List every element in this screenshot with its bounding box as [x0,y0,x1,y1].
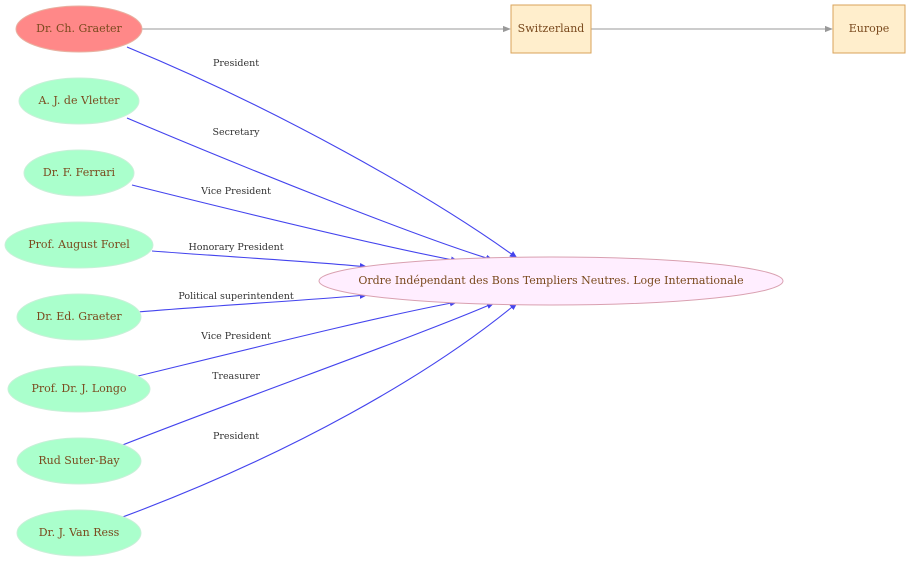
edge-label-forel: Honorary President [188,242,283,253]
node-van-ress[interactable]: Dr. J. Van Ress [16,509,142,557]
node-label-org: Ordre Indépendant des Bons Templiers Neu… [358,274,743,287]
edge-label-vletter: Secretary [212,127,260,138]
node-ed-graeter[interactable]: Dr. Ed. Graeter [16,293,142,341]
edge-forel-org [151,250,368,270]
edge-van-ress-org [119,302,518,519]
node-label-ch-graeter: Dr. Ch. Graeter [36,22,122,35]
edge-longo-org [133,300,458,378]
edge-label-ch-graeter: President [213,58,259,69]
node-label-longo: Prof. Dr. J. Longo [31,382,126,395]
node-switzerland[interactable]: Switzerland [510,4,592,54]
edge-ch-graeter-org [126,46,518,259]
node-suter-bay[interactable]: Rud Suter-Bay [16,437,142,485]
node-org[interactable]: Ordre Indépendant des Bons Templiers Neu… [318,256,784,306]
edge-suter-bay-org [119,302,495,447]
node-label-ferrari: Dr. F. Ferrari [43,166,116,179]
node-label-ed-graeter: Dr. Ed. Graeter [36,310,122,323]
edge-vletter-org [126,117,494,261]
node-label-suter-bay: Rud Suter-Bay [38,454,120,467]
edge-label-ed-graeter: Political superintendent [178,291,293,302]
node-label-vletter: A. J. de Vletter [37,94,120,107]
node-forel[interactable]: Prof. August Forel [4,221,154,269]
edge-label-suter-bay: Treasurer [212,371,260,382]
node-label-van-ress: Dr. J. Van Ress [39,526,120,539]
node-ferrari[interactable]: Dr. F. Ferrari [23,149,135,197]
node-label-forel: Prof. August Forel [28,238,130,251]
edge-ed-graeter-org [137,292,368,313]
node-europe[interactable]: Europe [832,4,906,54]
node-ch-graeter[interactable]: Dr. Ch. Graeter [15,5,143,53]
edge-label-longo: Vice President [200,331,271,342]
node-label-switzerland: Switzerland [518,22,585,35]
node-vletter[interactable]: A. J. de Vletter [18,77,140,125]
edge-ferrari-org [131,184,459,263]
node-label-europe: Europe [849,22,890,35]
edge-label-ferrari: Vice President [200,186,271,197]
node-longo[interactable]: Prof. Dr. J. Longo [7,365,151,413]
edge-label-van-ress: President [213,431,259,442]
